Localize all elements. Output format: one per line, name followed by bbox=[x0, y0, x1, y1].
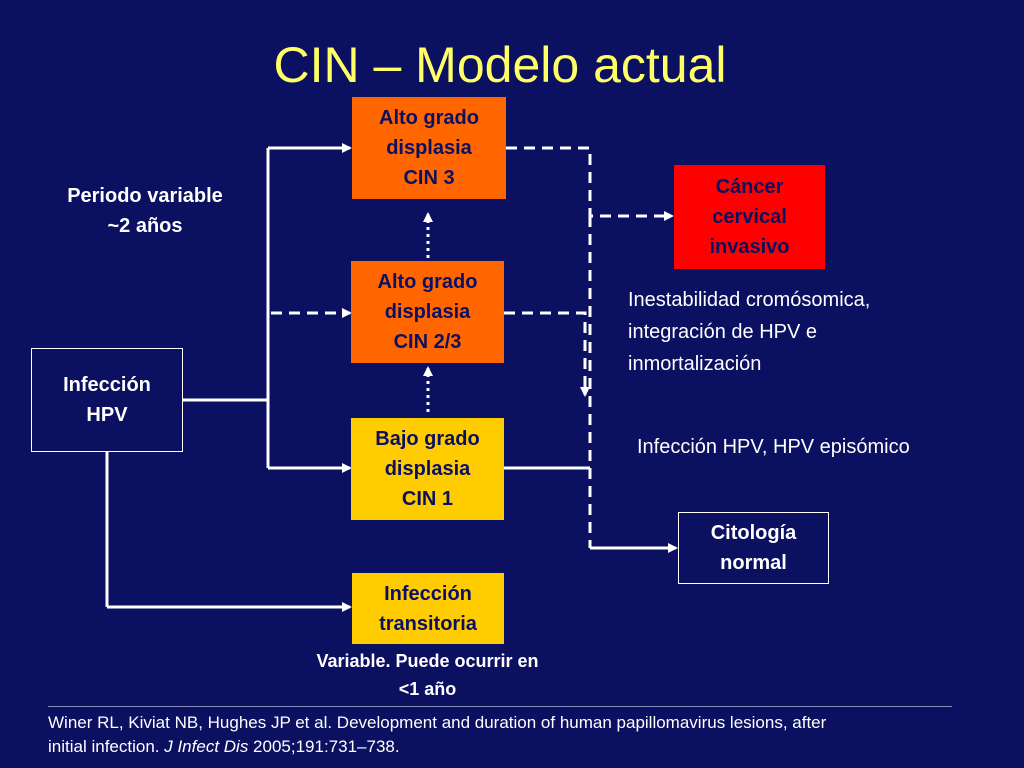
box-cancer-cervical: Cáncer cervical invasivo bbox=[674, 165, 825, 269]
citation-text-a: initial infection. bbox=[48, 737, 165, 756]
citation-journal: J Infect Dis bbox=[164, 737, 249, 756]
citation-line-1: Winer RL, Kiviat NB, Hughes JP et al. De… bbox=[48, 713, 827, 732]
box-cin3: Alto grado displasia CIN 3 bbox=[352, 97, 506, 199]
box-cin3-label: Alto grado displasia CIN 3 bbox=[379, 107, 479, 189]
box-hpv-label: Infección HPV bbox=[63, 374, 151, 426]
box-infeccion-transitoria: Infección transitoria bbox=[352, 573, 504, 644]
dashed-cin23-right bbox=[504, 311, 590, 397]
label-hpv-episomico: Infección HPV, HPV episómico bbox=[637, 436, 910, 458]
box-infeccion-hpv: Infección HPV bbox=[31, 348, 183, 452]
box-cancer-label: Cáncer cervical invasivo bbox=[709, 176, 790, 258]
slide-title: CIN – Modelo actual bbox=[273, 37, 727, 93]
box-citologia-normal: Citología normal bbox=[678, 512, 829, 584]
footer-divider bbox=[48, 706, 952, 707]
label-periodo-variable: Periodo variable ~2 años bbox=[67, 185, 223, 237]
box-transitoria-label: Infección transitoria bbox=[379, 582, 477, 635]
citation-line-2: initial infection. J Infect Dis 2005;191… bbox=[48, 735, 1008, 759]
box-cin23-label: Alto grado displasia CIN 2/3 bbox=[377, 271, 478, 353]
box-cin23: Alto grado displasia CIN 2/3 bbox=[351, 261, 504, 363]
citation-text-b: 2005;191:731–738. bbox=[248, 737, 400, 756]
dashed-cin3-right bbox=[506, 146, 674, 221]
box-citologia-label: Citología normal bbox=[710, 522, 797, 574]
citation: Winer RL, Kiviat NB, Hughes JP et al. De… bbox=[48, 711, 1008, 759]
box-cin1: Bajo grado displasia CIN 1 bbox=[351, 418, 504, 520]
box-cin1-label: Bajo grado displasia CIN 1 bbox=[375, 428, 480, 510]
label-variable-1-ano: Variable. Puede ocurrir en <1 año bbox=[316, 651, 539, 699]
label-inestabilidad: Inestabilidad cromósomica, integración d… bbox=[628, 289, 871, 375]
dashed-hpv-to-cin23 bbox=[266, 308, 352, 400]
